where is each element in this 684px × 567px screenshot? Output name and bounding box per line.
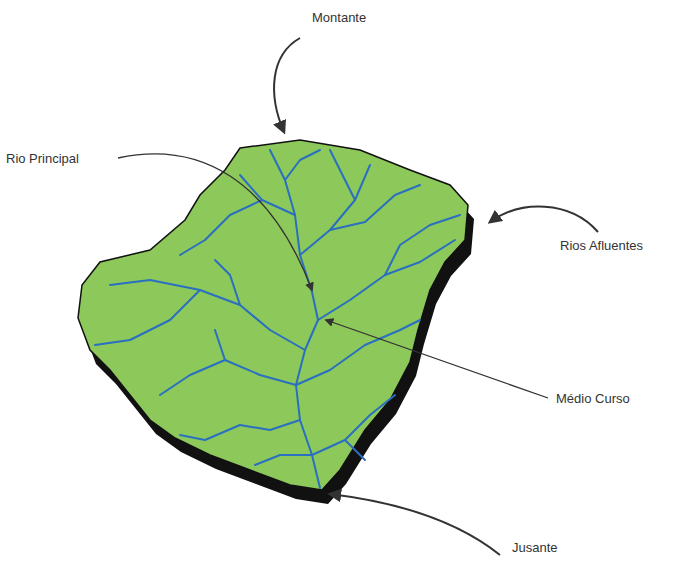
tributary (312, 395, 395, 455)
tributary (296, 320, 420, 385)
tributary (215, 260, 240, 305)
region-label: Montante (312, 10, 366, 26)
rio-principal-arrow (118, 154, 312, 290)
tributary (180, 200, 262, 255)
medio-curso-arrow (326, 320, 548, 398)
tributary (318, 240, 455, 320)
region-label: Rio Principal (6, 151, 79, 167)
tributary (285, 150, 320, 180)
tributary (95, 290, 200, 345)
river-network (95, 150, 460, 488)
tributary (330, 150, 355, 200)
tributary (180, 420, 300, 440)
rios-afluentes-arrow (490, 207, 598, 232)
tributary (160, 360, 296, 395)
region-label: Médio Curso (556, 391, 630, 407)
basin-surface (78, 140, 468, 490)
tributary (300, 165, 370, 255)
montante-arrow (274, 38, 300, 132)
tributary (110, 280, 305, 350)
leader-arrows (118, 38, 598, 555)
tributary (345, 440, 365, 460)
tributary (255, 455, 312, 465)
tributary (385, 215, 460, 275)
jusante-arrow (330, 494, 500, 555)
tributary (215, 330, 225, 360)
main-river (270, 150, 320, 488)
tributary (330, 185, 420, 230)
region-label: Rios Afluentes (560, 238, 643, 254)
region-label: Jusante (512, 540, 558, 556)
basin-block (78, 140, 474, 504)
